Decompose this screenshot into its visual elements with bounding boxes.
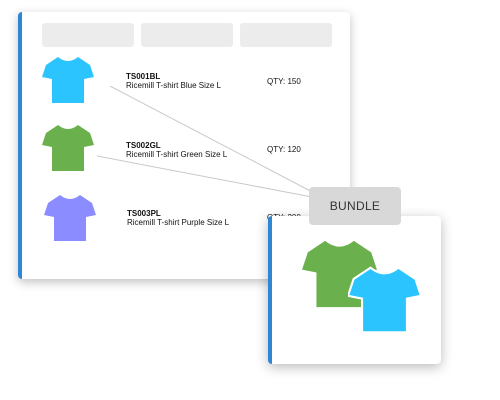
product-name: Ricemill T-shirt Green Size L (126, 150, 228, 159)
bundle-card[interactable] (268, 216, 441, 364)
column-header-1 (42, 23, 134, 47)
column-header-3 (240, 23, 332, 47)
tshirt-icon (42, 125, 94, 171)
product-qty: QTY: 120 (267, 145, 301, 154)
product-sku: TS002GL (126, 141, 161, 150)
product-sku: TS001BL (126, 72, 161, 81)
column-header-2 (141, 23, 233, 47)
product-sku: TS003PL (127, 209, 161, 218)
product-qty: QTY: 150 (267, 77, 301, 86)
tshirt-icon (44, 195, 96, 241)
product-name: Ricemill T-shirt Purple Size L (127, 218, 230, 227)
bundle-label[interactable]: BUNDLE (309, 187, 401, 225)
product-name: Ricemill T-shirt Blue Size L (126, 81, 221, 90)
tshirt-icon (348, 266, 421, 334)
tshirt-icon (42, 57, 94, 103)
